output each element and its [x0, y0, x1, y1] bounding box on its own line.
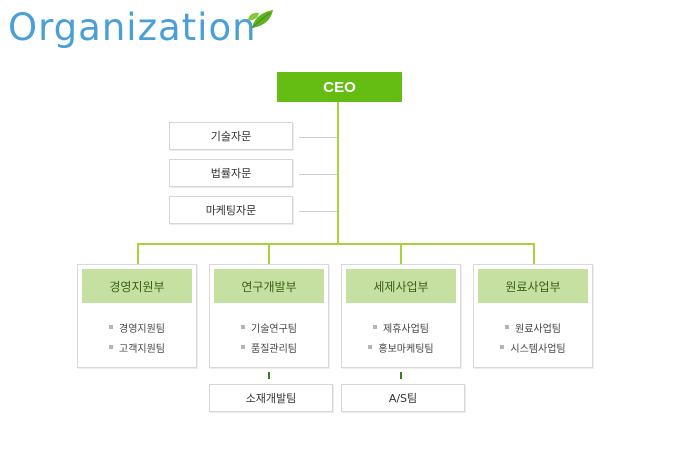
- advisor-box-legal: 법률자문: [169, 159, 293, 187]
- team-item: 기술연구팀: [210, 317, 328, 337]
- bullet-icon: [373, 325, 377, 329]
- team-label: 품질관리팀: [251, 343, 297, 355]
- advisor-label: 마케팅자문: [205, 204, 257, 217]
- dept-box-management: 경영지원부 경영지원팀 고객지원팀: [77, 264, 197, 368]
- advisor-label: 기술자문: [210, 130, 252, 143]
- bullet-icon: [241, 345, 245, 349]
- team-label: 경영지원팀: [119, 323, 165, 335]
- dept-drop-1: [137, 243, 139, 264]
- team-label: 홍보마케팅팀: [378, 343, 434, 355]
- sub-unit-label: 소재개발팀: [245, 392, 297, 405]
- team-item: 품질관리팀: [210, 337, 328, 357]
- sub-unit-label: A/S팀: [388, 392, 418, 405]
- bullet-icon: [109, 325, 113, 329]
- advisor-label: 법률자문: [210, 167, 252, 180]
- advisor-line-2: [299, 174, 337, 175]
- team-list: 경영지원팀 고객지원팀: [78, 317, 196, 357]
- bullet-icon: [505, 325, 509, 329]
- sub-unit-box-materials-dev: 소재개발팀: [209, 384, 333, 412]
- ceo-trunk-line: [337, 102, 339, 244]
- team-item: 경영지원팀: [78, 317, 196, 337]
- sub-unit-line-1: [268, 372, 270, 379]
- dept-header: 연구개발부: [214, 269, 324, 303]
- ceo-box: CEO: [277, 72, 402, 102]
- dept-drop-3: [400, 243, 402, 264]
- team-item: 시스템사업팀: [474, 337, 592, 357]
- dept-branch-line: [137, 243, 535, 245]
- team-label: 제휴사업팀: [383, 323, 429, 335]
- page-title: Organization: [8, 6, 257, 49]
- dept-header: 원료사업부: [478, 269, 588, 303]
- team-label: 기술연구팀: [251, 323, 297, 335]
- dept-drop-2: [268, 243, 270, 264]
- bullet-icon: [368, 345, 373, 349]
- ceo-label: CEO: [323, 78, 356, 96]
- dept-box-materials: 원료사업부 원료사업팀 시스템사업팀: [473, 264, 593, 368]
- advisor-box-marketing: 마케팅자문: [169, 196, 293, 224]
- team-label: 원료사업팀: [515, 323, 561, 335]
- dept-drop-4: [533, 243, 535, 264]
- team-item: 제휴사업팀: [342, 317, 460, 337]
- team-item: 원료사업팀: [474, 317, 592, 337]
- dept-box-rnd: 연구개발부 기술연구팀 품질관리팀: [209, 264, 329, 368]
- advisor-line-3: [299, 211, 337, 212]
- sub-unit-box-as: A/S팀: [341, 384, 465, 412]
- team-label: 고객지원팀: [119, 343, 165, 355]
- dept-header: 세제사업부: [346, 269, 456, 303]
- advisor-line-1: [299, 137, 337, 138]
- bullet-icon: [109, 345, 113, 349]
- advisor-box-tech: 기술자문: [169, 122, 293, 150]
- bullet-icon: [241, 325, 245, 329]
- sub-unit-line-2: [400, 372, 402, 379]
- dept-box-detergent: 세제사업부 제휴사업팀 홍보마케팅팀: [341, 264, 461, 368]
- leaf-icon: [248, 10, 273, 29]
- team-list: 원료사업팀 시스템사업팀: [474, 317, 592, 357]
- team-label: 시스템사업팀: [510, 343, 566, 355]
- bullet-icon: [500, 345, 505, 349]
- team-item: 고객지원팀: [78, 337, 196, 357]
- team-list: 기술연구팀 품질관리팀: [210, 317, 328, 357]
- dept-header: 경영지원부: [82, 269, 192, 303]
- team-list: 제휴사업팀 홍보마케팅팀: [342, 317, 460, 357]
- team-item: 홍보마케팅팀: [342, 337, 460, 357]
